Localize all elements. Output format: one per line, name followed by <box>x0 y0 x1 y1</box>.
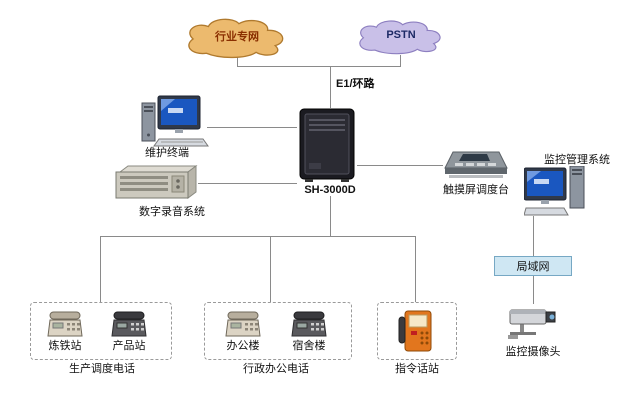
server-label: SH-3000D <box>304 184 356 196</box>
connector-server-to-terminal <box>207 127 297 128</box>
admin-phones-group: 办公楼 宿舍楼 <box>204 302 352 360</box>
connector-bus-to-command <box>415 236 416 302</box>
camera-label: 监控摄像头 <box>505 346 561 358</box>
console-icon <box>444 151 508 178</box>
station-label: 炼铁站 <box>48 340 82 352</box>
recorder-label: 数字录音系统 <box>139 206 205 218</box>
admin-group-label: 行政办公电话 <box>243 363 309 375</box>
phone-icon <box>111 311 147 337</box>
connector-cloud-pstn <box>400 55 401 67</box>
monitor-system-icon <box>524 166 585 216</box>
phone-icon <box>225 311 261 337</box>
maintenance-terminal-label: 维护终端 <box>145 147 189 159</box>
command-station-group <box>377 302 457 360</box>
connector-trunk-horizontal <box>237 66 401 67</box>
recorder-icon <box>115 165 198 199</box>
phone-icon <box>47 311 83 337</box>
command-station-icon <box>398 310 432 352</box>
connector-lan-to-camera <box>533 276 534 304</box>
command-group-label: 指令话站 <box>395 363 439 375</box>
connector-server-to-console <box>357 165 443 166</box>
connector-server-down <box>330 196 331 237</box>
monitor-system-label: 监控管理系统 <box>544 154 610 166</box>
production-group-label: 生产调度电话 <box>69 363 135 375</box>
industry-network-label: 行业专网 <box>215 31 259 43</box>
console-label: 触摸屏调度台 <box>443 184 509 196</box>
lan-node: 局域网 <box>494 256 572 276</box>
maintenance-terminal-icon <box>141 95 209 147</box>
connector-bus-to-production <box>100 236 101 302</box>
connector-cloud-industry <box>237 56 238 67</box>
connector-bus-to-admin <box>270 236 271 302</box>
station-label: 宿舍楼 <box>292 340 326 352</box>
camera-icon <box>508 309 556 339</box>
pstn-cloud-icon <box>359 20 441 55</box>
e1-link-label: E1/环路 <box>336 78 375 90</box>
station-label: 办公楼 <box>226 340 260 352</box>
connector-bottom-bus <box>100 236 416 237</box>
connector-e1-to-server <box>330 66 331 108</box>
connector-monitor-to-lan <box>533 216 534 256</box>
station-label: 产品站 <box>112 340 146 352</box>
industry-network-cloud-icon <box>188 18 284 59</box>
pstn-label: PSTN <box>386 29 416 41</box>
connector-server-to-recorder <box>198 183 297 184</box>
server-icon <box>299 108 355 182</box>
production-phones-group: 炼铁站 产品站 <box>30 302 172 360</box>
phone-icon <box>291 311 327 337</box>
